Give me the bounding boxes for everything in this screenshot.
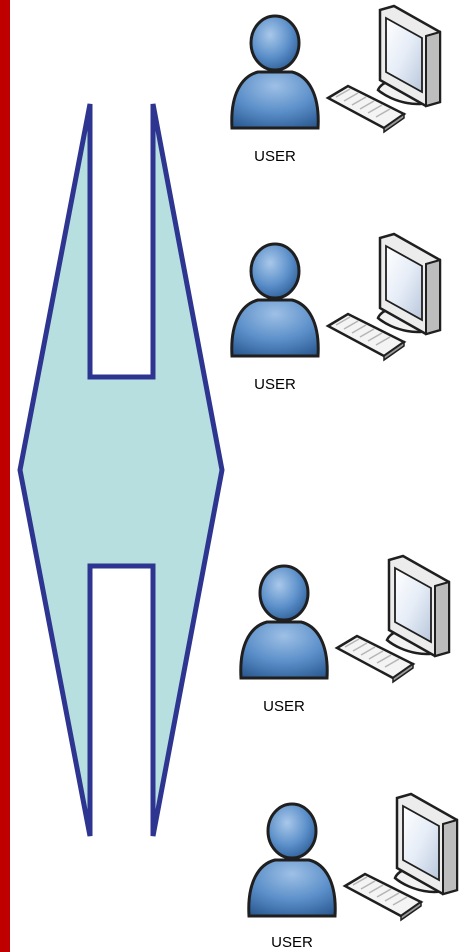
double-arrow-connector — [17, 103, 225, 837]
user-icon — [230, 232, 442, 362]
user-label-2: USER — [254, 376, 296, 393]
user-icon — [230, 4, 442, 134]
user-label-1: USER — [254, 148, 296, 165]
left-border-bar — [0, 0, 10, 952]
user-icon — [239, 554, 451, 684]
workstation-2: USER — [230, 232, 442, 393]
workstation-1: USER — [230, 4, 442, 165]
workstation-3: USER — [239, 554, 451, 715]
user-label-3: USER — [263, 698, 305, 715]
user-label-4: USER — [271, 934, 313, 951]
workstation-4: USER — [247, 792, 459, 951]
user-icon — [247, 792, 459, 922]
